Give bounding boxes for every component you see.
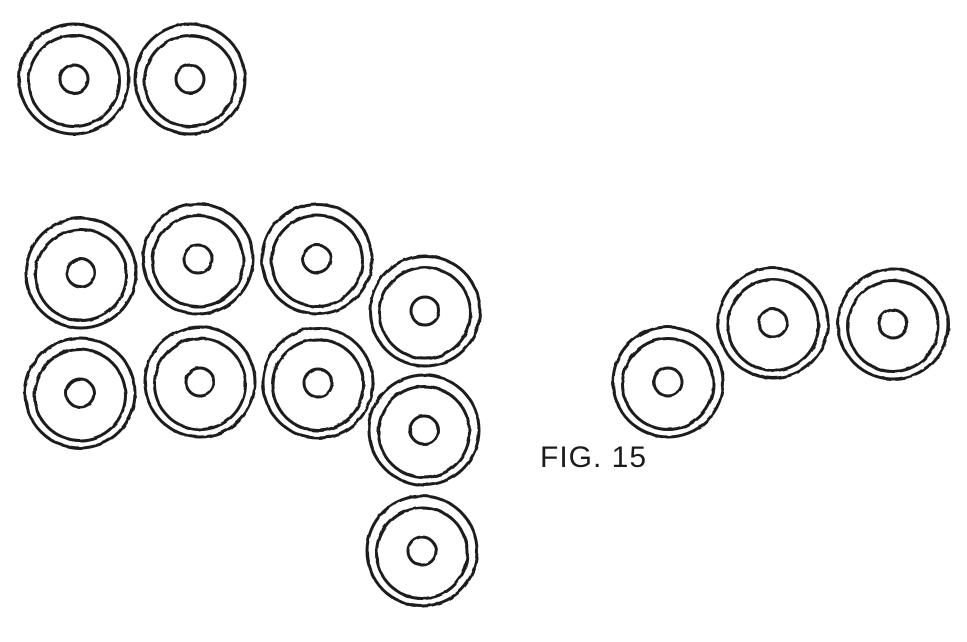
inner-ring <box>377 385 471 479</box>
outer-ring <box>365 494 479 608</box>
circle-group-top-left-pair <box>17 22 247 136</box>
center-dot <box>757 307 789 339</box>
inner-ring <box>375 506 469 600</box>
center-dot <box>877 308 909 340</box>
center-dot <box>64 377 96 409</box>
outer-ring <box>716 266 830 380</box>
outer-ring <box>260 202 374 316</box>
inner-ring <box>153 337 247 431</box>
outer-ring <box>143 325 257 439</box>
circles-layer <box>17 22 950 608</box>
outer-ring <box>261 326 375 440</box>
center-dot <box>409 295 441 327</box>
inner-ring <box>621 337 715 431</box>
circle-group-right-trio <box>611 266 950 439</box>
double-ring-circle <box>716 266 830 380</box>
outer-ring <box>23 336 137 450</box>
inner-ring <box>378 266 472 360</box>
double-ring-circle <box>23 336 137 450</box>
inner-ring <box>34 228 128 322</box>
circle-group-main-cluster <box>23 202 482 608</box>
inner-ring <box>143 34 237 128</box>
double-ring-circle <box>133 22 247 136</box>
inner-ring <box>270 214 364 308</box>
inner-ring <box>726 278 820 372</box>
center-dot <box>184 366 216 398</box>
center-dot <box>302 367 334 399</box>
inner-ring <box>271 338 365 432</box>
double-ring-circle <box>260 202 374 316</box>
outer-ring <box>24 216 138 330</box>
outer-ring <box>367 373 481 487</box>
inner-ring <box>846 279 940 373</box>
double-ring-circle <box>611 325 725 439</box>
center-dot <box>301 243 333 275</box>
double-ring-circle <box>836 267 950 381</box>
center-dot <box>182 243 214 275</box>
double-ring-circle <box>368 254 482 368</box>
double-ring-circle <box>17 22 131 136</box>
center-dot <box>65 257 97 289</box>
outer-ring <box>368 254 482 368</box>
outer-ring <box>17 22 131 136</box>
center-dot <box>174 63 206 95</box>
double-ring-circle <box>367 373 481 487</box>
inner-ring <box>33 348 127 442</box>
figure-label: FIG. 15 <box>540 441 647 474</box>
center-dot <box>406 535 438 567</box>
inner-ring <box>27 34 121 128</box>
inner-ring <box>151 214 245 308</box>
double-ring-circle <box>365 494 479 608</box>
double-ring-circle <box>143 325 257 439</box>
double-ring-circle <box>24 216 138 330</box>
outer-ring <box>133 22 247 136</box>
double-ring-circle <box>141 202 255 316</box>
center-dot <box>652 366 684 398</box>
outer-ring <box>141 202 255 316</box>
double-ring-circle <box>261 326 375 440</box>
outer-ring <box>611 325 725 439</box>
center-dot <box>58 63 90 95</box>
center-dot <box>408 414 440 446</box>
outer-ring <box>836 267 950 381</box>
